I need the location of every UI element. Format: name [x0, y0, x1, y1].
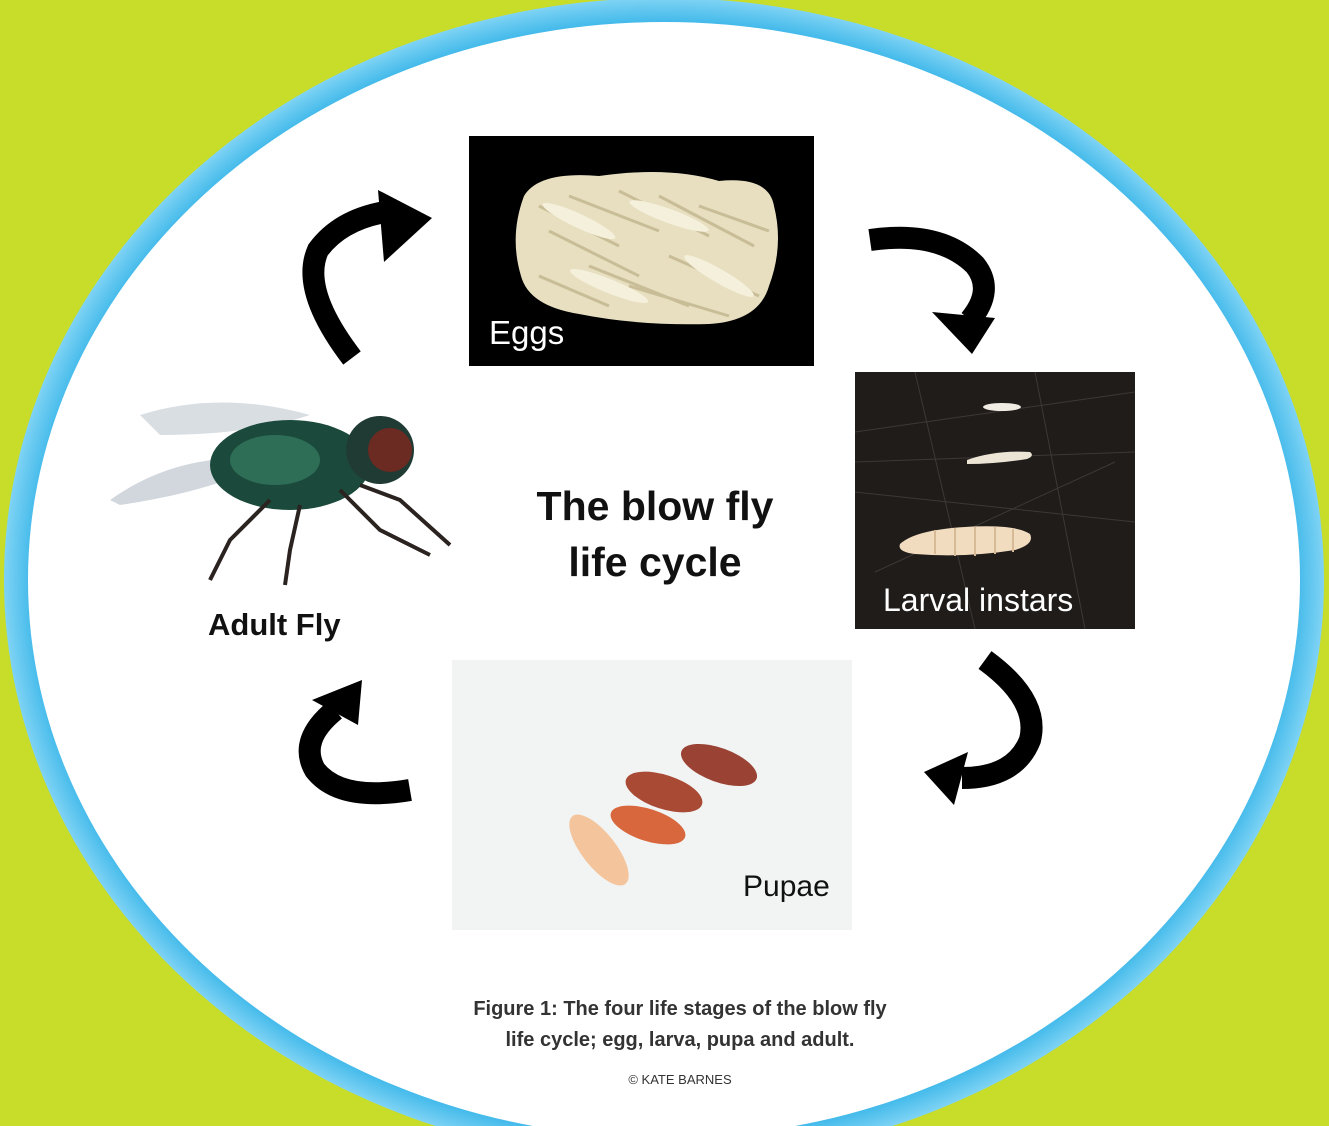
arrow-eggs-to-larva-icon — [870, 238, 995, 354]
arrow-adult-to-eggs-icon — [313, 190, 432, 358]
arrow-larva-to-pupae-icon — [924, 660, 1032, 805]
photo-credit: © KATE BARNES — [560, 1072, 800, 1087]
caption-line-1: Figure 1: The four life stages of the bl… — [420, 994, 940, 1025]
caption-line-2: life cycle; egg, larva, pupa and adult. — [420, 1025, 940, 1056]
figure-caption: Figure 1: The four life stages of the bl… — [420, 994, 940, 1056]
arrow-pupae-to-adult-icon — [310, 680, 410, 793]
